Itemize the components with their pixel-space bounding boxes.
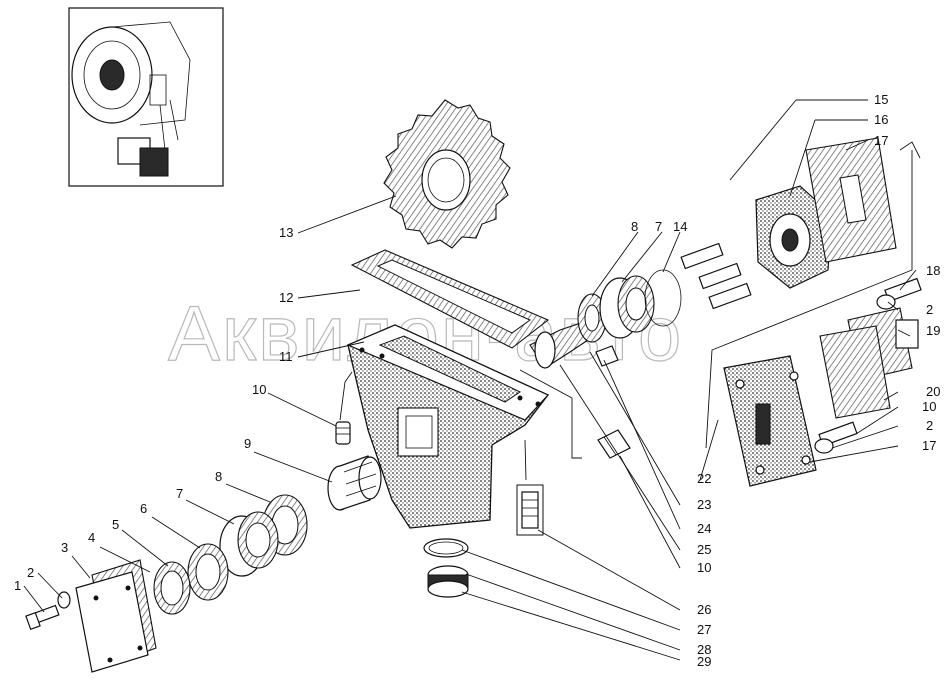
part-16-pump-body — [755, 185, 833, 289]
callout-6: 6 — [140, 501, 147, 516]
callout-27: 27 — [697, 622, 711, 637]
callout-20: 20 — [926, 384, 940, 399]
part-13-gear — [383, 99, 511, 249]
callout-17-top: 17 — [874, 133, 888, 148]
callout-3: 3 — [61, 540, 68, 555]
callout-28: 28 — [697, 642, 711, 657]
callout-10-left: 10 — [252, 382, 266, 397]
callout-15: 15 — [874, 92, 888, 107]
callout-8-right: 8 — [631, 219, 638, 234]
part-20-gasket — [819, 325, 891, 419]
callout-11: 11 — [279, 349, 293, 364]
callout-2-left: 2 — [27, 565, 34, 580]
callout-24: 24 — [697, 521, 711, 536]
part-12-gasket — [350, 249, 550, 349]
leader-lines — [23, 99, 917, 661]
callout-17-bottom: 17 — [922, 438, 936, 453]
callout-14: 14 — [673, 219, 687, 234]
part-17-plate-top — [805, 137, 897, 263]
callout-25: 25 — [697, 542, 711, 557]
part-9-needle-bearing — [327, 455, 382, 511]
callout-2-right-top: 2 — [926, 302, 933, 317]
part-11-housing — [346, 324, 550, 529]
callout-10-center: 10 — [697, 560, 711, 575]
callout-12: 12 — [279, 290, 293, 305]
callout-2-right-bottom: 2 — [926, 418, 933, 433]
part-28-plug — [427, 565, 469, 598]
callout-18: 18 — [926, 263, 940, 278]
callout-5: 5 — [112, 517, 119, 532]
part-14-snap-ring — [644, 269, 682, 327]
part-17-housing-plate — [723, 355, 817, 487]
callout-1: 1 — [14, 578, 21, 593]
callout-23: 23 — [697, 497, 711, 512]
callout-13: 13 — [279, 225, 293, 240]
callout-7-right: 7 — [655, 219, 662, 234]
part-6-ring — [187, 543, 229, 601]
part-1-bolt-left — [25, 604, 60, 631]
callout-16: 16 — [874, 112, 888, 127]
callout-19: 19 — [926, 323, 940, 338]
assembly-path-lines — [339, 141, 921, 481]
callout-26: 26 — [697, 602, 711, 617]
callout-10-right: 10 — [922, 399, 936, 414]
part-2-washer-right-bottom — [814, 438, 834, 454]
inset-view — [68, 7, 224, 187]
callout-8-left: 8 — [215, 469, 222, 484]
part-10-pin-left — [335, 421, 351, 445]
part-3-cover — [75, 571, 149, 673]
part-7-bearing-right — [599, 275, 655, 339]
callout-labels: 1 2 3 4 5 6 7 8 9 10 11 12 13 8 7 14 15 … — [14, 92, 940, 669]
part-27-ring — [423, 538, 469, 558]
part-24-fitting — [595, 345, 619, 367]
callout-29: 29 — [697, 654, 711, 669]
callout-4: 4 — [88, 530, 95, 545]
callout-22: 22 — [697, 471, 711, 486]
part-7-bearing-left — [219, 511, 279, 577]
part-2-washer-right-top — [876, 294, 896, 310]
part-5-ring — [153, 561, 191, 615]
part-2-washer-left — [57, 591, 71, 609]
part-10-pin-center — [597, 429, 631, 459]
callout-9: 9 — [244, 436, 251, 451]
part-15-bolts — [680, 242, 752, 310]
part-26-spring — [516, 484, 544, 536]
callout-7-left: 7 — [176, 486, 183, 501]
